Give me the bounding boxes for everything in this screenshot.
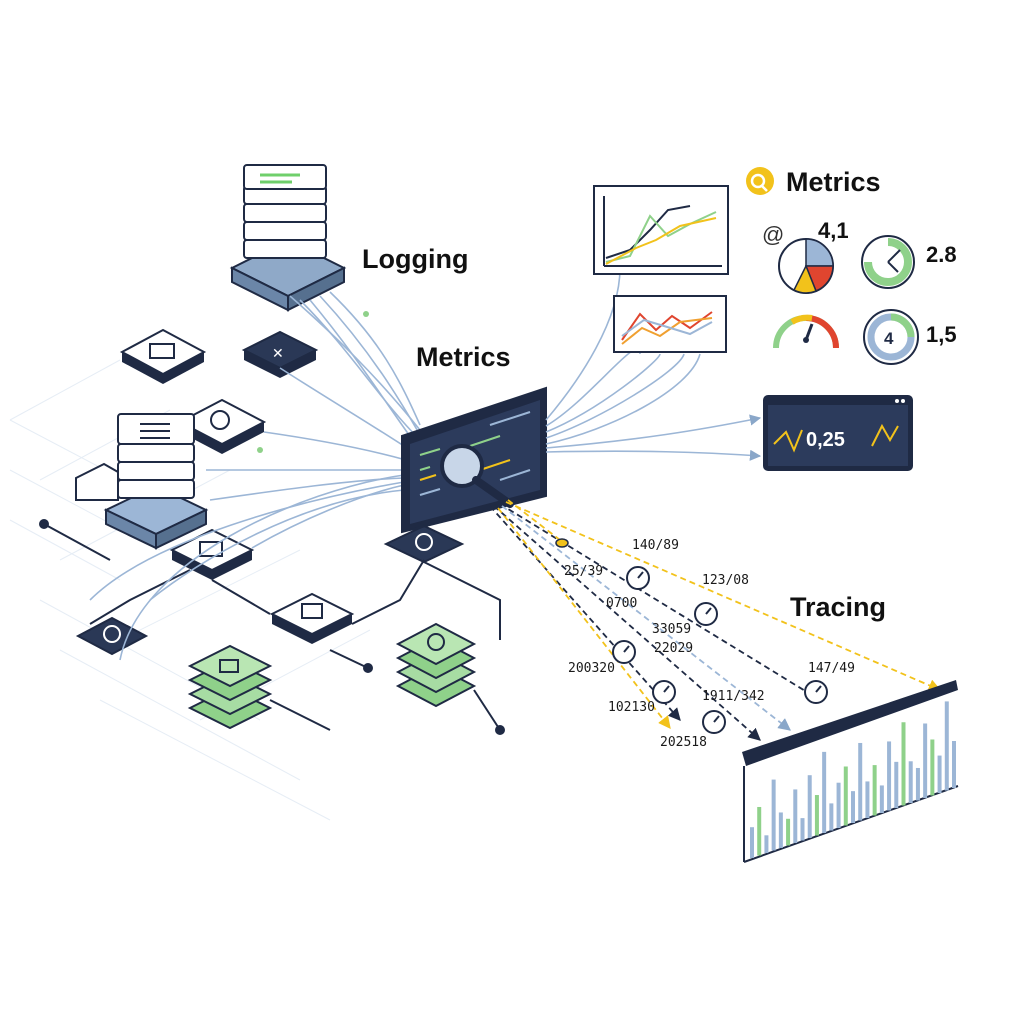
trace-bar <box>750 827 754 858</box>
ring-gauge <box>863 309 919 365</box>
server-icon <box>149 343 175 359</box>
trace-bar <box>764 835 769 853</box>
pie-value: 4,1 <box>818 218 849 243</box>
trace-bar <box>836 782 841 828</box>
trace-bar <box>814 795 819 836</box>
metrics-center-label: Metrics <box>416 342 511 372</box>
trace-bar <box>843 766 848 826</box>
metrics-panel-title: Metrics <box>786 167 881 197</box>
trace-bar <box>894 761 899 808</box>
logging-label: Logging <box>362 244 468 274</box>
flow-lines-in <box>89 291 421 661</box>
metrics-logo-icon <box>746 167 774 195</box>
trace-bar <box>879 785 884 813</box>
service-tile-7 <box>383 524 465 564</box>
trace-bar <box>757 806 762 856</box>
trace-label: 102130 <box>608 700 655 715</box>
flow-dot <box>363 311 369 317</box>
magnifier-icon <box>440 444 484 488</box>
trace-bar <box>786 818 791 846</box>
trace-bar <box>778 812 783 848</box>
pie-chart <box>778 238 834 294</box>
trace-bar <box>822 751 827 833</box>
connection-lines <box>39 519 505 735</box>
service-tile-2: ✕ <box>241 330 319 378</box>
trace-label: 202518 <box>660 735 707 750</box>
trace-origin-icon <box>555 538 569 548</box>
trace-bar <box>829 803 834 831</box>
trace-bar <box>865 781 870 818</box>
logging-stack <box>229 164 347 312</box>
folder-icon <box>199 541 223 557</box>
metrics-panel <box>746 167 774 195</box>
value-monitor <box>763 395 913 471</box>
trace-bar <box>800 818 805 841</box>
lock-icon <box>219 659 239 673</box>
at-symbol: @ <box>762 222 784 247</box>
trace-bar <box>858 742 863 821</box>
trace-bar <box>952 741 956 788</box>
database-stack <box>75 413 209 550</box>
trace-label: 1911/342 <box>702 689 765 704</box>
ring-value: 1,5 <box>926 322 957 347</box>
service-tile-5 <box>269 592 355 644</box>
user-icon <box>210 410 230 430</box>
trace-timeline-chart <box>742 680 959 863</box>
line-chart-2 <box>613 295 727 353</box>
monitor-value: 0,25 <box>806 429 845 451</box>
trace-label: 140/89 <box>632 538 679 553</box>
clock-value: 2.8 <box>926 242 957 267</box>
trace-bar <box>944 701 949 791</box>
window-icon <box>301 603 323 619</box>
trace-bar <box>930 739 935 796</box>
trace-label: 147/49 <box>808 661 855 676</box>
service-tile-1 <box>119 328 207 384</box>
trace-bar <box>872 765 877 816</box>
trace-bar <box>851 791 855 823</box>
trace-bar <box>807 775 812 838</box>
speed-gauge <box>773 314 839 349</box>
trace-label: 33059 <box>652 622 691 637</box>
close-icon: ✕ <box>272 345 284 361</box>
trace-bar <box>923 723 928 798</box>
trace-lines <box>489 499 942 741</box>
link-icon <box>103 625 121 643</box>
service-tile-3 <box>177 398 267 454</box>
trace-bar <box>915 767 920 801</box>
trace-bar <box>793 789 798 843</box>
line-chart-1 <box>593 185 729 275</box>
monitor-console <box>401 386 547 534</box>
trace-label: 0700 <box>606 596 637 611</box>
clock-gauge <box>861 235 915 289</box>
trace-label: 25/39 <box>564 564 603 579</box>
trace-bar <box>908 761 913 803</box>
refresh-icon <box>427 633 445 651</box>
trace-label: 22029 <box>654 641 693 656</box>
green-stack-1 <box>187 644 273 730</box>
ring-inner-value: 4 <box>884 329 894 348</box>
trace-bar <box>901 722 906 806</box>
trace-label: 123/08 <box>702 573 749 588</box>
tracing-label: Tracing <box>790 592 886 622</box>
trace-label: 200320 <box>568 661 615 676</box>
green-stack-2 <box>395 622 477 708</box>
stopwatch-hands <box>623 571 822 723</box>
service-tile-6 <box>75 616 149 656</box>
trace-bar <box>887 741 892 811</box>
trace-bar <box>771 779 776 851</box>
settings-icon <box>415 533 433 551</box>
trace-bar <box>937 755 942 793</box>
flow-lines-out <box>545 267 762 461</box>
flow-dot <box>257 447 263 453</box>
